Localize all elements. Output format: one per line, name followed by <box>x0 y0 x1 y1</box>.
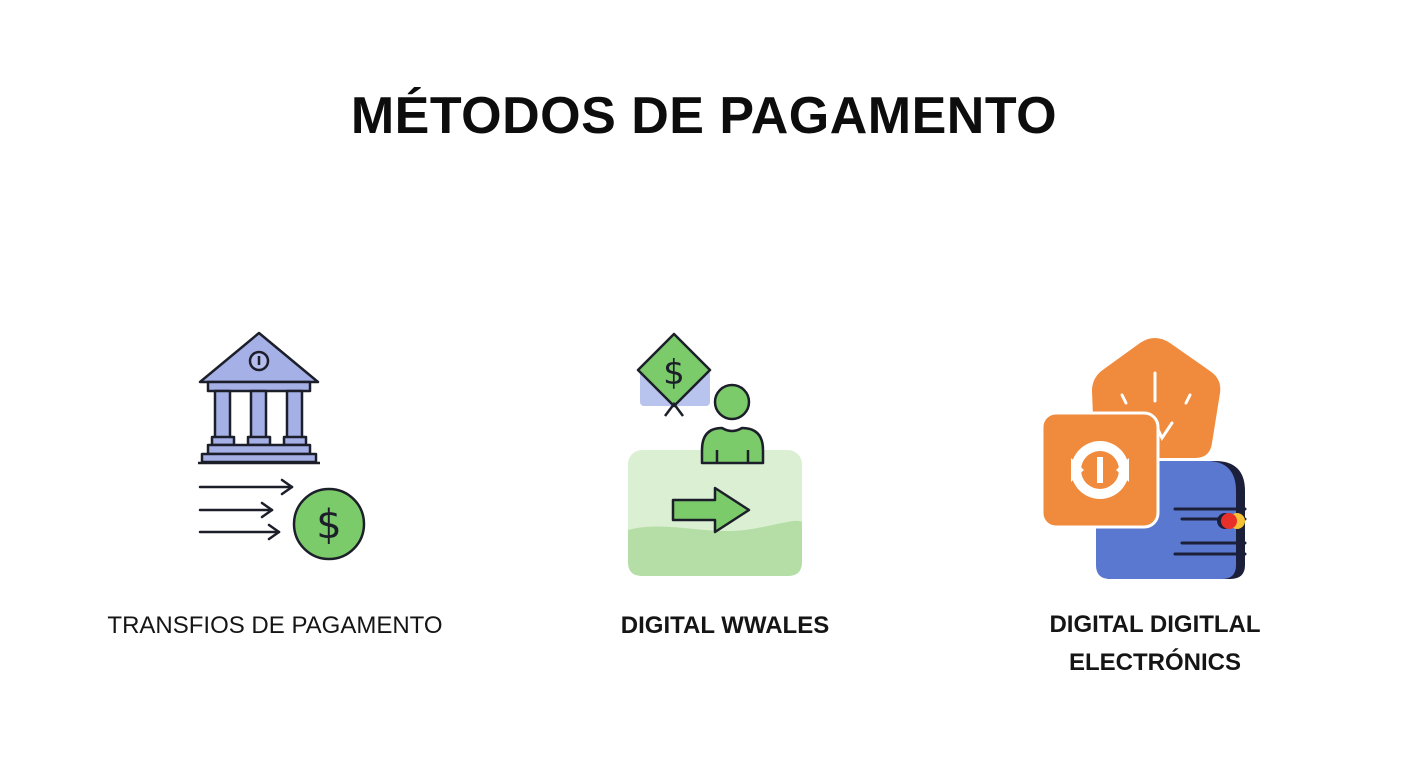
electronic-wallet-icon <box>1040 333 1255 583</box>
method-label-digital-wallets: DIGITAL WWALES <box>620 612 830 639</box>
page-title: MÉTODOS DE PAGAMENTO <box>350 87 1058 145</box>
method-label-line-2: ELECTRÓNICS <box>1068 649 1241 676</box>
digital-wallet-icon: $ <box>625 330 815 580</box>
method-label-bank-transfer: TRANSFIOS DE PAGAMENTO <box>107 612 443 639</box>
bank-transfer-icon: $ <box>190 325 380 565</box>
svg-text:$: $ <box>663 353 685 393</box>
svg-text:$: $ <box>316 502 341 548</box>
method-label-line-1: DIGITAL DIGITLAL <box>1049 611 1261 638</box>
method-label-electronic-wallets: DIGITAL DIGITLAL ELECTRÓNICS <box>1000 606 1310 682</box>
